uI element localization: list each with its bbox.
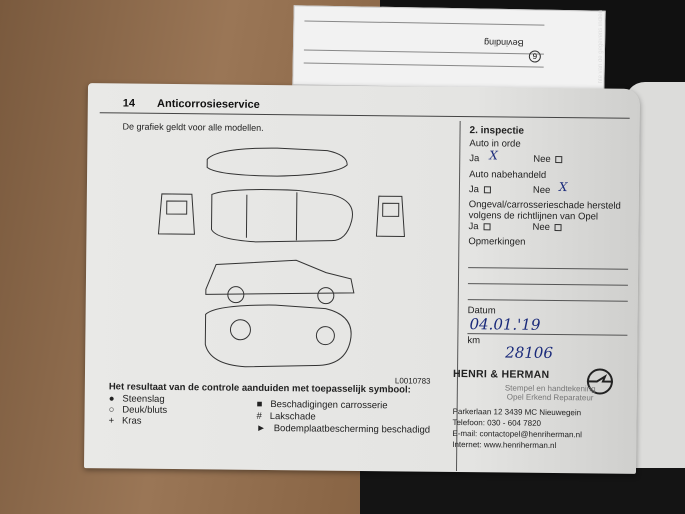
stamp-company: HENRI & HERMAN: [452, 367, 550, 381]
legend-carrosserie: ■ Beschadigingen carrosserie: [256, 398, 388, 412]
q2-ja: Ja: [469, 184, 492, 195]
q3-ja: Ja: [468, 221, 491, 232]
inspection-title: 2. inspectie: [469, 125, 525, 137]
legend-bodemplaat: ► Bodemplaatbescherming beschadigd: [256, 422, 431, 436]
legend-steenslag: ● Steenslag: [108, 393, 165, 405]
q3-nee: Nee: [532, 222, 563, 233]
car-underside-view: [204, 304, 352, 368]
background-form: Bevinding 6: [292, 5, 606, 91]
opel-logo: [586, 368, 613, 395]
checkbox[interactable]: [483, 223, 491, 231]
km-label: km: [467, 335, 481, 347]
remarks-label: Opmerkingen: [468, 236, 526, 248]
legend-lakschade: # Lakschade: [256, 410, 316, 423]
q2-nee: Nee: [532, 184, 551, 196]
q2-nee-checked[interactable]: X: [558, 180, 568, 195]
stamp-email: E-mail: contactopel@henriherman.nl: [452, 428, 582, 440]
q1-nee: Nee: [533, 154, 563, 165]
form-label: Bevinding: [484, 37, 524, 49]
legend-deuk: ○ Deuk/bluts: [108, 404, 168, 416]
car-top-view: [206, 147, 348, 177]
q1-ja-checked[interactable]: X: [489, 148, 498, 163]
q1-ja: Ja: [469, 153, 480, 165]
dark-background-bottom: [360, 468, 685, 514]
stamp-website: Internet: www.henriherman.nl: [452, 439, 557, 451]
checkbox[interactable]: [555, 156, 563, 164]
date-value[interactable]: 04.01.'19: [469, 315, 541, 334]
km-value[interactable]: 28106: [505, 343, 554, 363]
stamp-address: Parkerlaan 12 3439 MC Nieuwegein: [452, 406, 582, 418]
car-front-view: [157, 193, 195, 235]
car-side-view: [205, 259, 355, 295]
car-diagram: [157, 147, 405, 368]
car-rear-view: [375, 195, 405, 237]
checkbox[interactable]: [483, 186, 492, 194]
intro-text: De grafiek geldt voor alle modellen.: [122, 121, 264, 133]
checkbox[interactable]: [554, 224, 563, 232]
car-plan-view: [211, 189, 353, 243]
stamp-repairer-label: Opel Erkend Reparateur: [506, 392, 594, 403]
q-nabehandeld: Auto nabehandeld: [469, 169, 547, 181]
side-text: hte van de gegevens indien: [598, 10, 604, 84]
legend-kras: + Kras: [108, 415, 142, 427]
stamp-phone: Telefoon: 030 - 604 7820: [452, 417, 542, 428]
form-number: 6: [528, 50, 541, 63]
